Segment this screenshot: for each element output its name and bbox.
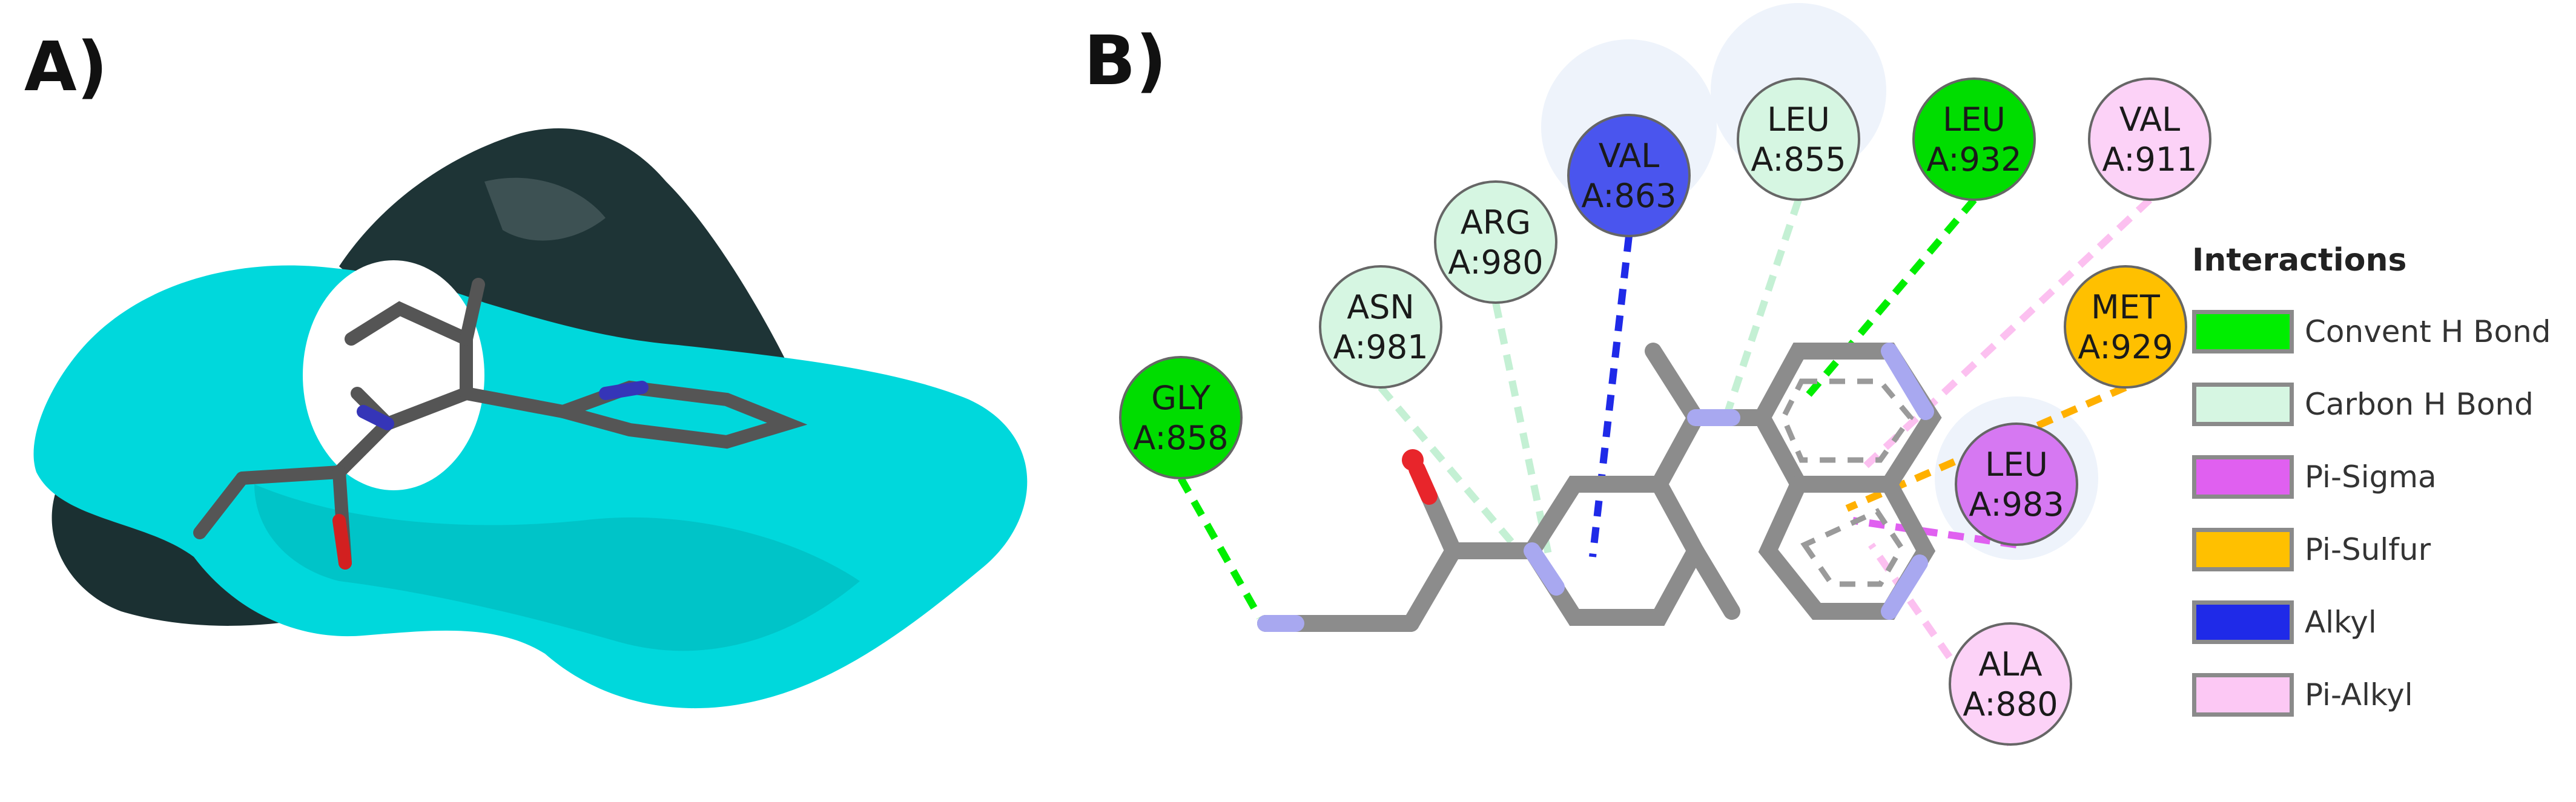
panel-b-label: B) (1084, 22, 1167, 100)
residue-name: LEU (1943, 100, 2006, 139)
interaction-line (1856, 197, 2153, 475)
residue-id: A:929 (2078, 328, 2173, 366)
pocket-dark-surface (339, 128, 791, 402)
pocket-cyan-surface (33, 265, 1028, 709)
residue-name: ASN (1347, 288, 1415, 326)
residue-circle (1955, 422, 2078, 546)
residue-id: A:983 (1969, 485, 2064, 524)
residue-id: A:855 (1751, 140, 1846, 179)
residue-circle (1912, 77, 2036, 201)
residue-id: A:981 (1333, 328, 1428, 366)
interaction-line (1802, 197, 1977, 402)
residue-circle (1737, 77, 1860, 201)
legend-label: Pi-Alkyl (2305, 677, 2413, 712)
residue-circle (1434, 180, 1557, 304)
residue-circle (2064, 265, 2187, 389)
residue-circle (2088, 77, 2211, 201)
residue-circles: GLYA:858ASNA:981ARGA:980VALA:863LEUA:855… (1119, 77, 2211, 746)
legend-swatch (2192, 528, 2294, 571)
residue-circle (1567, 114, 1691, 237)
legend-label: Convent H Bond (2305, 314, 2551, 349)
residue-id: A:932 (1926, 140, 2021, 179)
legend-item: Carbon H Bond (2192, 368, 2574, 441)
legend-label: Pi-Sigma (2305, 459, 2437, 495)
legend-item: Pi-Sulfur (2192, 513, 2574, 586)
residue-circle (1119, 356, 1243, 479)
residue-name: ARG (1461, 203, 1531, 242)
residue-id: A:980 (1448, 243, 1543, 281)
pocket-dark-highlight (484, 177, 606, 241)
residue-id: A:911 (2102, 140, 2197, 179)
residue-circle (1949, 622, 2072, 746)
residue-name: VAL (1599, 137, 1660, 175)
legend-item: Pi-Alkyl (2192, 659, 2574, 731)
legend-item: Convent H Bond (2192, 295, 2574, 368)
pocket-cyan-shade (254, 484, 860, 651)
legend-label: Carbon H Bond (2305, 387, 2534, 422)
residue-id: A:863 (1581, 177, 1676, 215)
ligand-3d-heteroatoms (332, 381, 649, 570)
interaction-line (1852, 517, 2017, 548)
legend-swatch (2192, 600, 2294, 644)
legend-swatch (2192, 455, 2294, 499)
interaction-line (1492, 301, 1554, 564)
legend-item: Pi-Sigma (2192, 441, 2574, 513)
pocket-cavity (303, 260, 484, 490)
interaction-line (1722, 199, 1802, 419)
residue-name: LEU (1767, 100, 1830, 139)
residue-name: VAL (2119, 100, 2181, 139)
residue-name: ALA (1978, 645, 2042, 683)
interaction-line (1177, 476, 1263, 619)
legend-swatch (2192, 673, 2294, 717)
residue-circle (1319, 265, 1442, 389)
legend-title: Interactions (2192, 242, 2407, 278)
residue-id: A:858 (1133, 419, 1228, 457)
interaction-line (1589, 235, 1633, 557)
interaction-2d-diagram: GLYA:858ASNA:981ARGA:980VALA:863LEUA:855… (1119, 3, 2211, 747)
panel-a-label: A) (24, 28, 108, 107)
binding-pocket-3d-view (33, 128, 1028, 709)
residue-name: GLY (1151, 379, 1211, 417)
legend-swatch (2192, 383, 2294, 426)
interaction-line (1378, 385, 1517, 547)
ligand-2d-structure (1257, 343, 1942, 632)
legend-label: Alkyl (2305, 605, 2377, 640)
legend-item: Alkyl (2192, 586, 2574, 659)
legend-swatch (2192, 310, 2294, 353)
residue-id: A:880 (1963, 685, 2058, 723)
legend-label: Pi-Sulfur (2305, 532, 2431, 567)
residue-name: MET (2091, 288, 2161, 326)
residue-name: LEU (1985, 445, 2048, 484)
